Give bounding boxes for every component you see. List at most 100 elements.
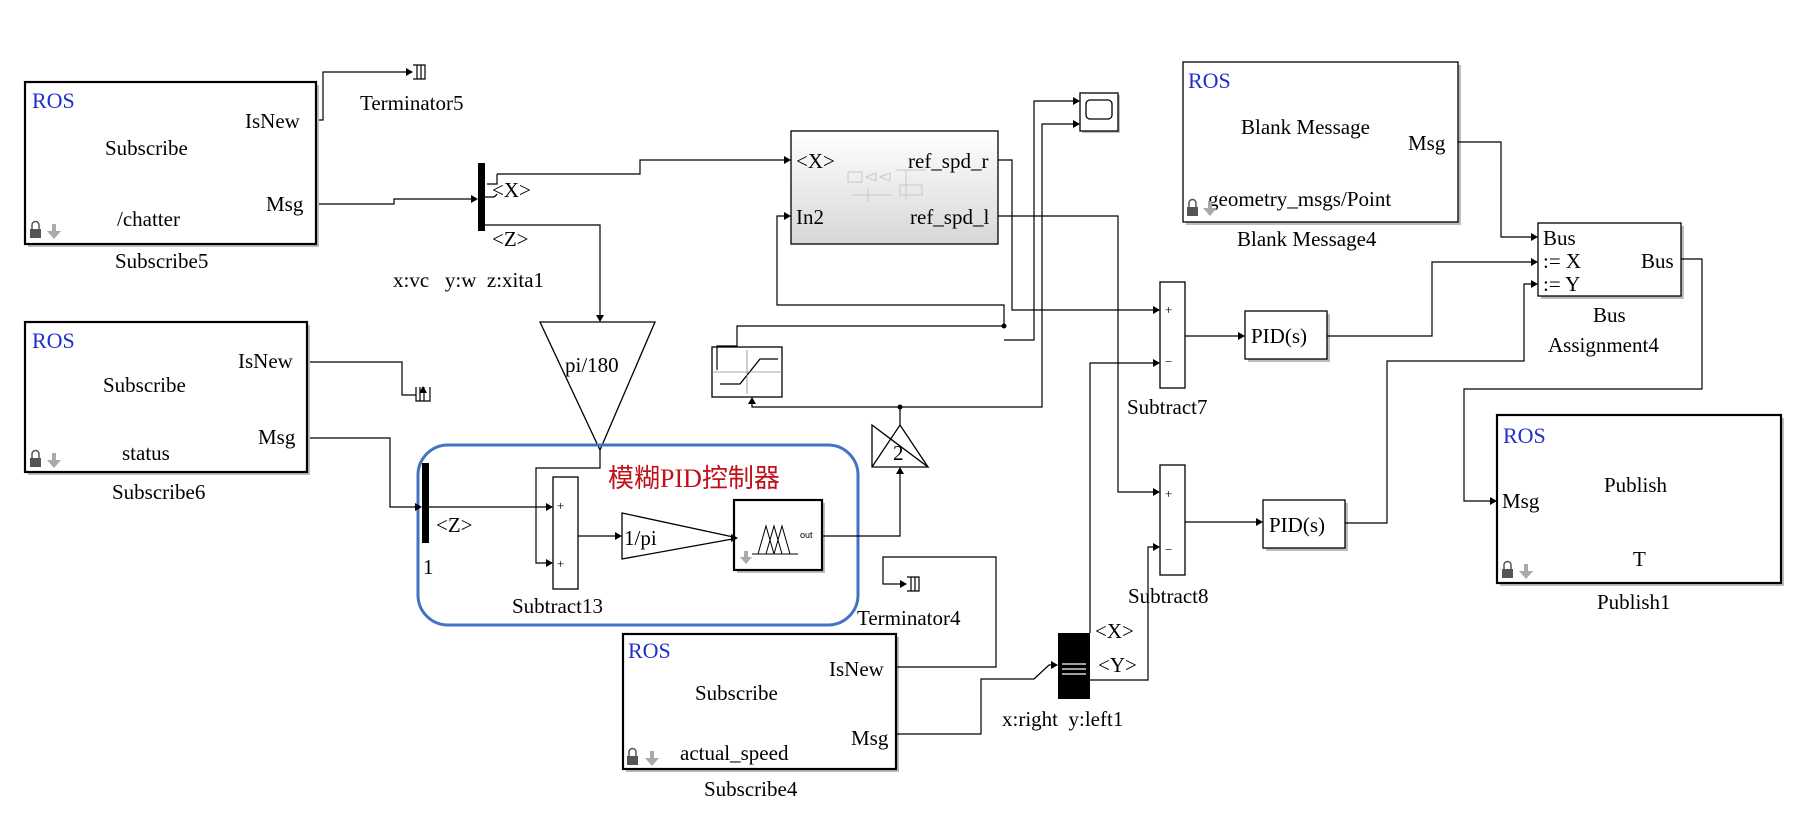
port-msg: Msg [266, 192, 304, 216]
ros-label: ROS [32, 328, 75, 353]
subtract7-block[interactable]: + − [1159, 281, 1186, 389]
port-msg: Msg [1408, 131, 1446, 155]
subtract13-block[interactable]: + + [552, 476, 579, 590]
block-title: Blank Message [1241, 115, 1370, 139]
subsystem-out2: ref_spd_l [910, 205, 989, 229]
bus-selector-top-out2: <Z> [492, 227, 529, 251]
lock-icon [627, 747, 638, 765]
fuzzy-controller-block[interactable]: out [732, 498, 825, 573]
lock-icon [1502, 560, 1513, 578]
bus-assign-in1: Bus [1543, 226, 1576, 250]
bus-selector-mid-out1: <Z> [436, 513, 473, 537]
pid-block-2[interactable]: PID(s) [1262, 499, 1348, 551]
bus-selector-top-note: x:vc y:w z:xita1 [393, 268, 544, 292]
down-arrow-icon [740, 551, 752, 564]
terminator4-name: Terminator4 [857, 606, 961, 630]
lock-icon [1187, 198, 1198, 216]
fuzzy-out-port: out [800, 530, 813, 540]
subsystem-in2: In2 [796, 205, 824, 229]
down-arrow-icon [1203, 201, 1217, 216]
subtract8-name: Subtract8 [1128, 584, 1208, 608]
down-arrow-icon [47, 453, 61, 468]
subscribe5-name: Subscribe5 [115, 249, 208, 273]
bus-selector-mid-num: 1 [423, 555, 434, 579]
ros-label: ROS [32, 88, 75, 113]
subscribe6-block[interactable]: ROS Subscribe status IsNew Msg [23, 320, 310, 475]
pid-1-label: PID(s) [1251, 324, 1307, 348]
gain-2[interactable]: 2 [871, 423, 930, 468]
block-title: Subscribe [103, 373, 186, 397]
down-arrow-icon [1519, 564, 1533, 579]
topic-label: T [1633, 547, 1646, 571]
publish-block[interactable]: ROS Publish Msg T [1495, 413, 1784, 586]
ros-label: ROS [628, 638, 671, 663]
bus-assign-out: Bus [1641, 249, 1674, 273]
port-isnew: IsNew [829, 657, 885, 681]
gain-pi180[interactable]: pi/180 [538, 321, 656, 452]
fuzzy-membership-icon [752, 524, 798, 555]
lock-icon [30, 449, 41, 467]
gain-2-label: 2 [893, 441, 904, 465]
topic-label: status [122, 441, 170, 465]
subscribe6-name: Subscribe6 [112, 480, 205, 504]
sum-sign: − [1165, 542, 1172, 557]
bus-assign-in3: := Y [1543, 272, 1580, 296]
port-msg: Msg [1502, 489, 1540, 513]
subtract8-block[interactable]: + − [1159, 464, 1186, 576]
gain-1pi[interactable]: 1/pi [621, 512, 739, 560]
fuzzy-pid-group [416, 443, 860, 627]
sum-sign: + [557, 498, 564, 513]
bus-selector-top[interactable] [478, 163, 485, 231]
pid-2-label: PID(s) [1269, 513, 1325, 537]
bus-selector-bottom-out2: <Y> [1098, 653, 1137, 677]
down-arrow-icon [645, 751, 659, 766]
port-isnew: IsNew [238, 349, 294, 373]
scope-icon[interactable] [1079, 92, 1120, 133]
bus-selector-bottom-out1: <X> [1095, 619, 1134, 643]
block-title: Subscribe [105, 136, 188, 160]
sum-sign: + [1165, 302, 1172, 317]
subscribe4-block[interactable]: ROS Subscribe actual_speed IsNew Msg [621, 632, 899, 772]
subsystem-in1: <X> [796, 149, 835, 173]
saturation-icon[interactable] [711, 346, 783, 398]
sum-sign: + [557, 556, 564, 571]
port-msg: Msg [851, 726, 889, 750]
sum-sign: − [1165, 354, 1172, 369]
subsystem-block[interactable]: <X> In2 ref_spd_r ref_spd_l [790, 130, 999, 245]
down-arrow-icon [47, 224, 61, 239]
subsystem-out1: ref_spd_r [908, 149, 988, 173]
pid-block-1[interactable]: PID(s) [1244, 310, 1330, 362]
terminator4[interactable] [907, 576, 920, 592]
bus-selector-mid[interactable] [422, 463, 429, 543]
bus-selector-bottom-note: x:right y:left1 [1002, 707, 1123, 731]
bus-selector-bottom[interactable] [1058, 633, 1090, 699]
block-title: Publish [1604, 473, 1668, 497]
bus-selector-top-out1: <X> [492, 178, 531, 202]
topic-label: actual_speed [680, 741, 789, 765]
message-type: geometry_msgs/Point [1208, 187, 1391, 211]
ros-label: ROS [1503, 423, 1546, 448]
block-title: Subscribe [695, 681, 778, 705]
port-msg: Msg [258, 425, 296, 449]
lock-icon [30, 220, 41, 238]
bus-assignment-name-line2: Assignment4 [1548, 333, 1659, 357]
ros-label: ROS [1188, 68, 1231, 93]
gain-pi180-label: pi/180 [565, 353, 619, 377]
subscribe5-block[interactable]: ROS Subscribe /chatter IsNew Msg [23, 80, 319, 247]
subtract7-name: Subtract7 [1127, 395, 1207, 419]
topic-label: /chatter [117, 207, 180, 231]
blank-message-name: Blank Message4 [1237, 227, 1377, 251]
sum-sign: + [1165, 486, 1172, 501]
blank-message-block[interactable]: ROS Blank Message geometry_msgs/Point Ms… [1182, 61, 1461, 225]
publish-name: Publish1 [1597, 590, 1671, 614]
bus-assignment-name-line1: Bus [1593, 303, 1626, 327]
terminator5-name: Terminator5 [360, 91, 464, 115]
subtract13-name: Subtract13 [512, 594, 603, 618]
terminator5[interactable] [413, 64, 426, 80]
subscribe4-name: Subscribe4 [704, 777, 798, 801]
gain-1pi-label: 1/pi [624, 526, 657, 550]
bus-assign-in2: := X [1543, 249, 1581, 273]
bus-assignment-block[interactable]: Bus := X := Y Bus [1537, 222, 1684, 299]
port-isnew: IsNew [245, 109, 301, 133]
